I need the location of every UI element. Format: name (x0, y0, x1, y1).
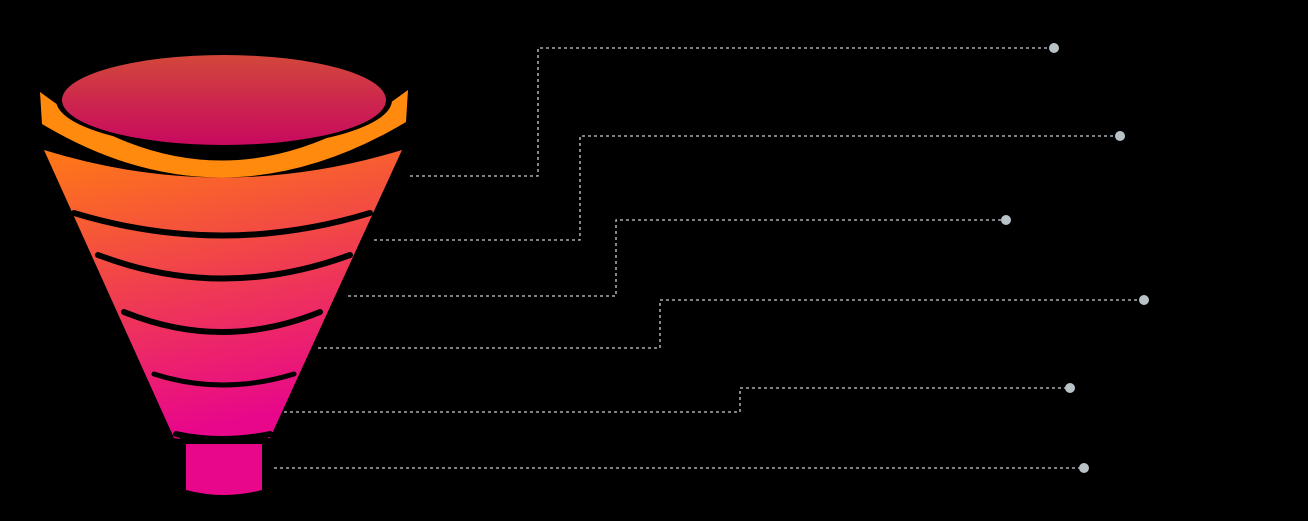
funnel-separators (44, 142, 402, 442)
leader-dot-stage-5 (1065, 383, 1075, 393)
leader-line-stage-1 (410, 47, 1054, 177)
funnel-top-fill (62, 55, 386, 145)
leader-line-stage-4 (318, 299, 1144, 349)
funnel-rim (40, 90, 408, 178)
leader-dot-stage-2 (1115, 131, 1125, 141)
funnel-body (44, 150, 402, 442)
leader-line-stage-2 (374, 135, 1120, 241)
leader-dot-stage-4 (1139, 295, 1149, 305)
separator-5 (151, 371, 297, 388)
leader-dot-stage-3 (1001, 215, 1011, 225)
spout-gap (180, 436, 268, 444)
funnel-spout (186, 444, 262, 495)
leader-lines (274, 43, 1149, 473)
leader-dot-stage-6 (1079, 463, 1089, 473)
leader-line-stage-5 (284, 387, 1070, 413)
separator-4 (121, 309, 323, 335)
leader-dot-stage-1 (1049, 43, 1059, 53)
separator-2 (71, 210, 373, 239)
separator-3 (95, 252, 353, 282)
leader-line-stage-3 (348, 219, 1006, 297)
